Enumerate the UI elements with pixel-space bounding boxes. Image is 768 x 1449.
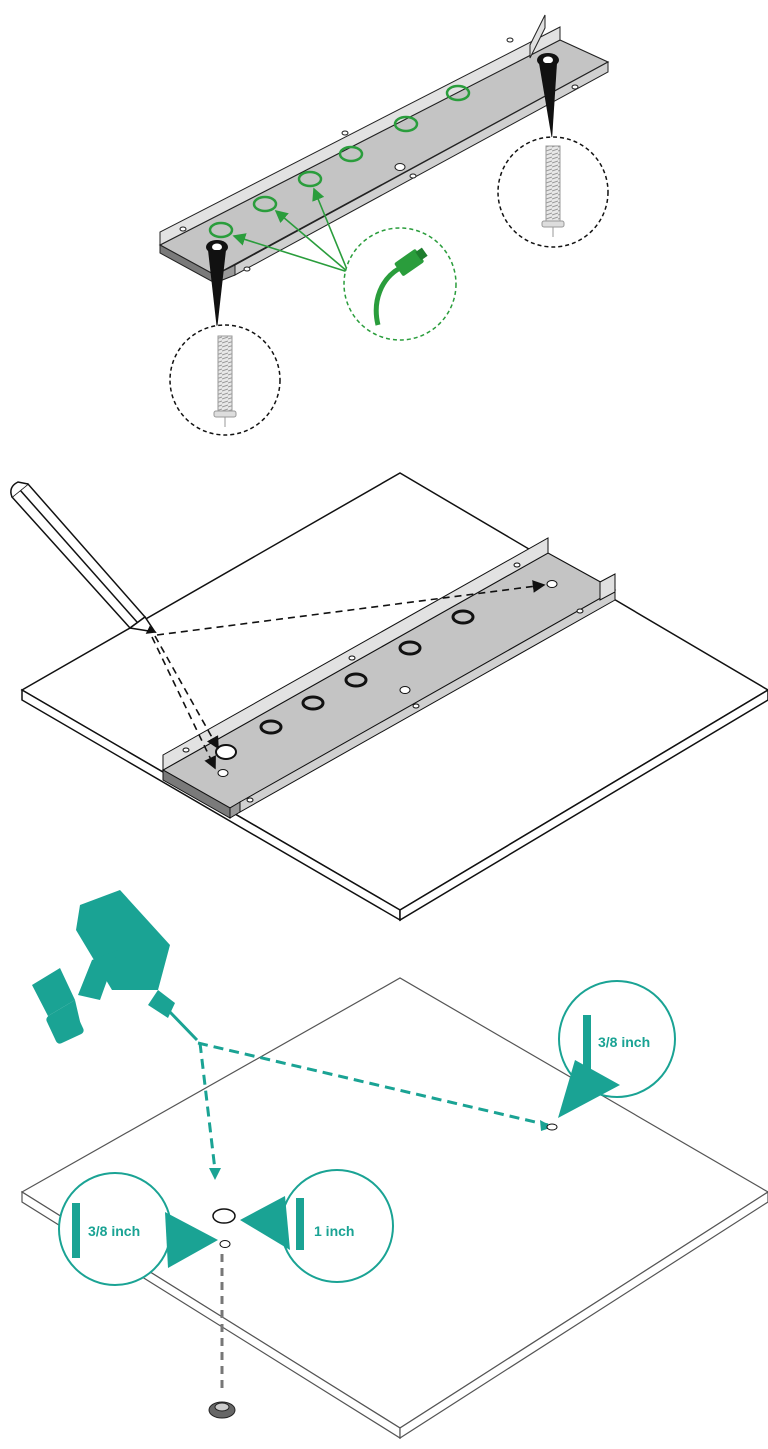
counterbore-size-label: 1 inch [314, 1223, 354, 1239]
bracket-holes [215, 580, 558, 777]
screw-icon [169, 240, 281, 436]
grommet [208, 221, 234, 239]
grommet [338, 145, 364, 163]
drill-arrows [197, 1041, 549, 1171]
grommet [393, 115, 419, 133]
pilot-hole-callout: 3/8 inch [58, 1172, 218, 1286]
drill-icon [32, 890, 199, 1044]
bracket [161, 537, 617, 819]
mark-arrows [151, 580, 546, 770]
pilot-hole-size-label: 3/8 inch [88, 1223, 140, 1239]
washer-icon [208, 1401, 236, 1419]
counterbore-callout: 1 inch [240, 1169, 394, 1283]
pencil-icon [10, 481, 157, 634]
step-1-bracket-assembly [158, 14, 610, 436]
network-cable-icon [343, 227, 457, 341]
right-hole-size-label: 3/8 inch [598, 1034, 650, 1050]
grommet [297, 170, 323, 188]
right-hole-callout: 3/8 inch [546, 980, 676, 1131]
cable-grommets [208, 84, 471, 239]
step-3-drill-holes: 3/8 inch 1 inch 3/8 inch [20, 890, 768, 1440]
step-2-mark-holes [10, 472, 768, 922]
screw-icon [497, 53, 609, 248]
grommet [445, 84, 471, 102]
cable-arrows [232, 187, 349, 273]
grommet [252, 195, 278, 213]
